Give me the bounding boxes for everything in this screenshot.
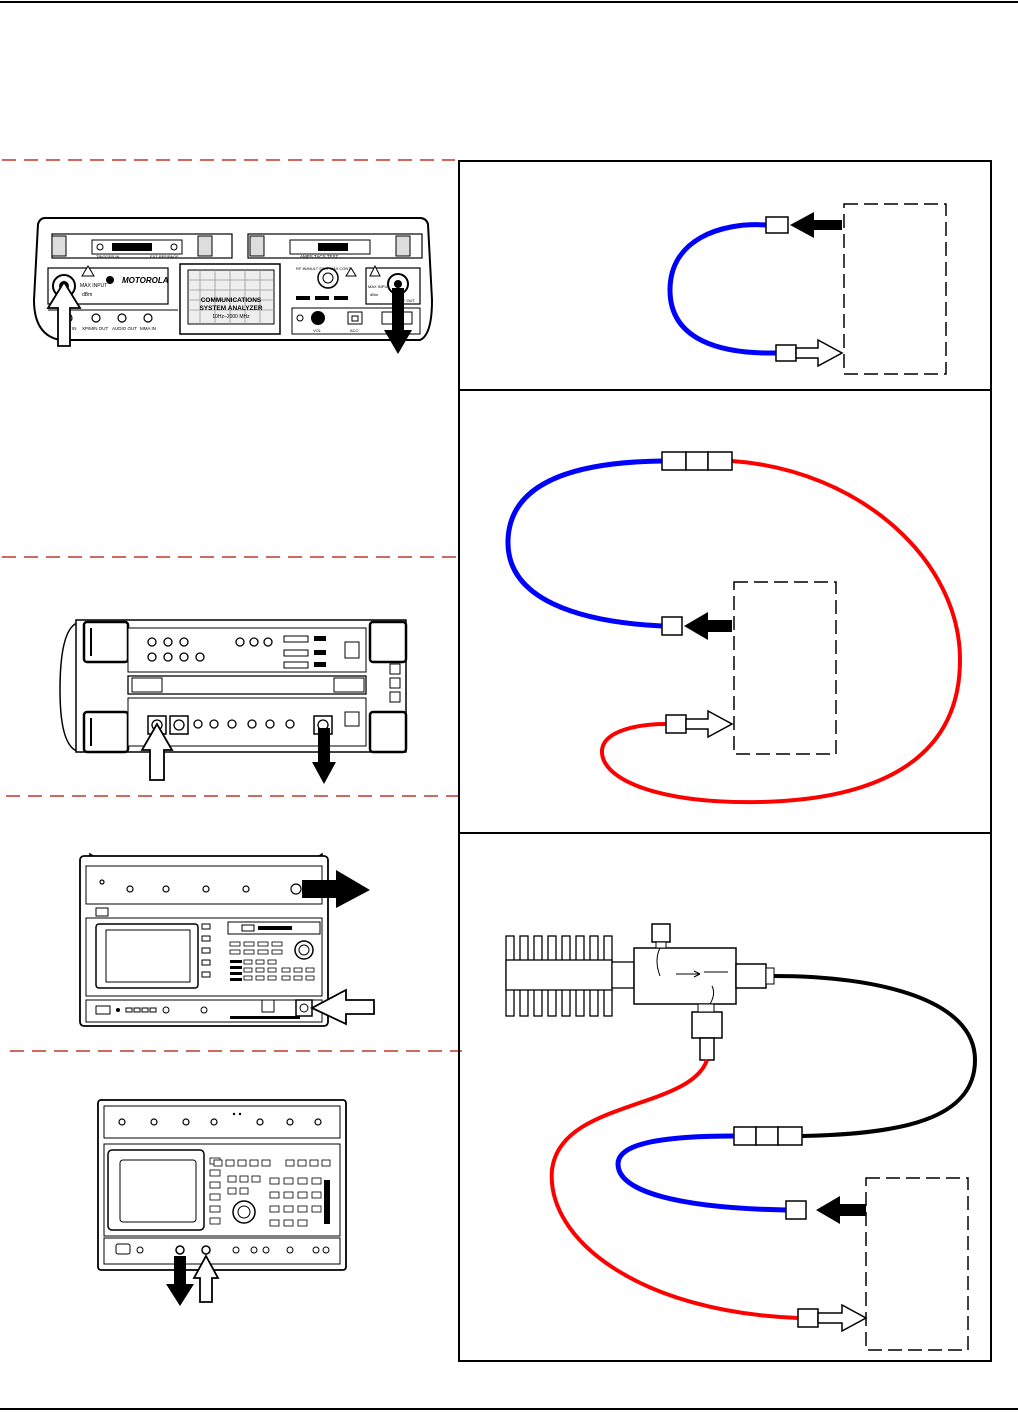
directional-coupler bbox=[634, 948, 736, 1004]
blue-cable bbox=[670, 225, 776, 353]
svg-text:ACC: ACC bbox=[350, 328, 359, 333]
blue-cable bbox=[508, 461, 662, 626]
ext-ref-label: EXT REF/PAGE bbox=[150, 254, 179, 259]
rf-in-port bbox=[202, 1246, 210, 1254]
connector-arrow-out bbox=[818, 1305, 866, 1331]
connector-arrow-in bbox=[816, 1196, 866, 1224]
adapter-cable-panel bbox=[508, 452, 960, 802]
svg-text:dBm: dBm bbox=[82, 292, 92, 298]
analyzer-title-2: SYSTEM ANALYZER bbox=[199, 305, 262, 312]
connector-arrow-out bbox=[686, 711, 732, 737]
amps-tacs-label: AMPS TACS TEST bbox=[300, 254, 339, 259]
rack-test-set bbox=[60, 620, 406, 752]
attenuator-heatsink bbox=[506, 936, 634, 1016]
direct-cable-panel bbox=[670, 204, 946, 374]
svg-text:RF IN/MULT SWR MAX CONT: RF IN/MULT SWR MAX CONT bbox=[296, 266, 351, 271]
svg-text:MAX INPUT: MAX INPUT bbox=[368, 284, 390, 289]
svg-text:XP/MIN OUT: XP/MIN OUT bbox=[82, 326, 109, 331]
corner-bumper bbox=[370, 712, 406, 752]
svg-text:AUDIO OUT: AUDIO OUT bbox=[112, 326, 137, 331]
svg-text:dBm: dBm bbox=[370, 292, 379, 297]
analyzer-freq-range: 10Hz–2000 MHz bbox=[212, 314, 250, 320]
connector-arrow-in bbox=[684, 612, 732, 640]
black-cable bbox=[774, 976, 975, 1136]
analyzer-title-1: COMMUNICATIONS bbox=[201, 297, 262, 304]
service-monitor bbox=[80, 854, 328, 1026]
test-set-outline bbox=[844, 204, 946, 374]
blue-cable bbox=[618, 1136, 786, 1210]
trigger-in-label: TRIGGER IN bbox=[96, 254, 119, 259]
connector-arrow-out bbox=[796, 340, 842, 366]
test-set-outline bbox=[866, 1178, 968, 1350]
rf-out-port bbox=[176, 1246, 184, 1254]
connector-arrow-in bbox=[790, 212, 842, 238]
red-cable bbox=[602, 461, 960, 802]
svg-text:MAX INPUT: MAX INPUT bbox=[80, 283, 107, 289]
svg-text:VOL: VOL bbox=[313, 328, 322, 333]
brand-label: MOTOROLA bbox=[122, 276, 169, 285]
motorola-communications-system-analyzer: TRIGGER IN EXT REF/PAGE AMPS TACS TEST M… bbox=[34, 218, 432, 340]
svg-text:MMA IN: MMA IN bbox=[140, 326, 156, 331]
communications-test-set bbox=[98, 1100, 346, 1270]
red-cable bbox=[552, 1060, 798, 1318]
svg-text:IN: IN bbox=[72, 326, 77, 331]
attenuator-coupler-panel bbox=[506, 924, 975, 1350]
corner-bumper bbox=[370, 622, 406, 662]
test-set-outline bbox=[734, 582, 836, 754]
